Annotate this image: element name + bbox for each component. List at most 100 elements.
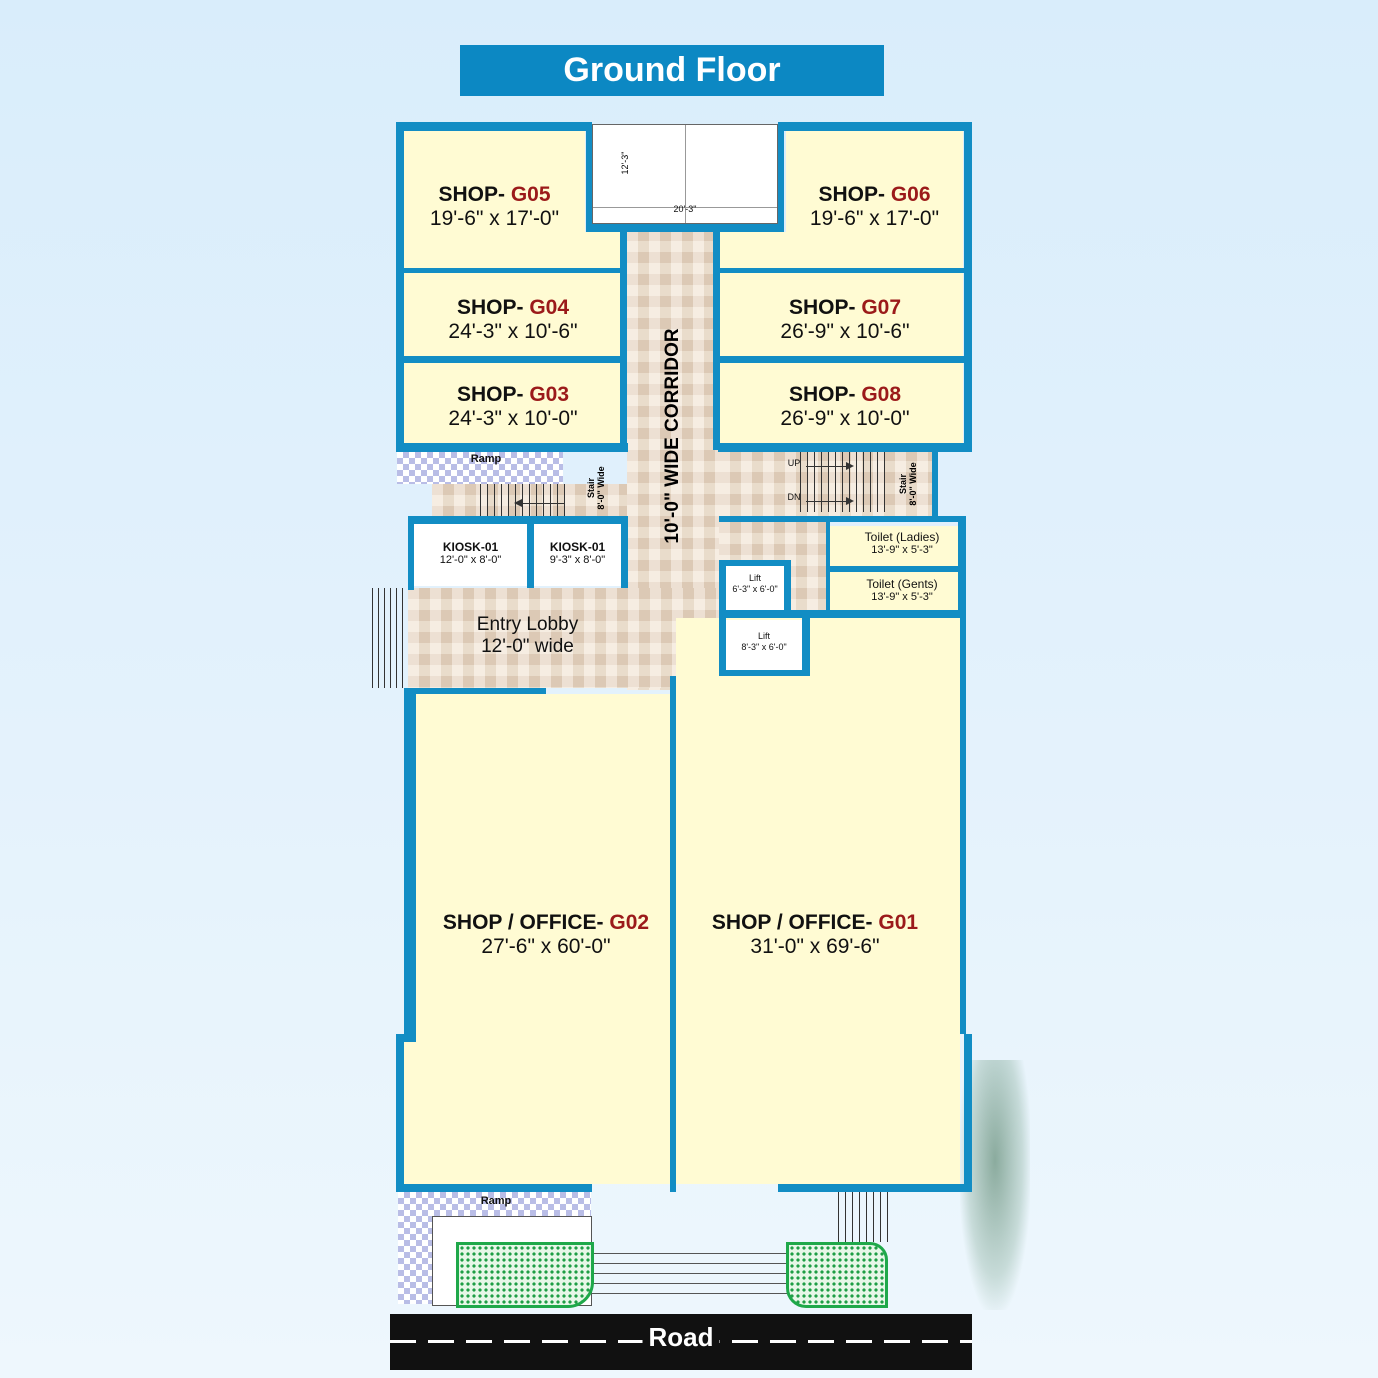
shop-g04 <box>404 273 626 356</box>
planter-right <box>786 1242 888 1308</box>
arrow-left-icon <box>520 503 564 504</box>
toilet-ladies <box>830 526 958 566</box>
label-toilet-gents: Toilet (Gents) 13'-9" x 5'-3" <box>866 577 938 604</box>
wall <box>932 450 938 516</box>
kiosk-1 <box>414 524 527 586</box>
shop-g05 <box>404 131 585 268</box>
wall <box>404 1034 416 1042</box>
cutout-width: 20'-3" <box>673 204 697 214</box>
wall <box>720 268 964 273</box>
label-shop-g05: SHOP- G05 19'-6" x 17'-0" <box>429 183 560 231</box>
shop-office-g01 <box>676 618 960 1184</box>
wall <box>958 516 966 616</box>
wall <box>408 586 414 590</box>
wall <box>404 268 626 273</box>
wall <box>778 122 784 232</box>
label-lift-1: Lift 6'-3" x 6'-0" <box>732 573 778 594</box>
label-stair-right: Stair 8'-0" Wide <box>898 462 918 506</box>
shop-g08 <box>720 363 963 443</box>
open-cutout <box>592 124 778 224</box>
label-kiosk-1: KIOSK-01 12'-0" x 8'-0" <box>439 540 502 567</box>
wall <box>802 610 810 676</box>
wall <box>784 560 791 616</box>
wall <box>670 676 676 1192</box>
label-lift-2: Lift 8'-3" x 6'-0" <box>741 631 787 652</box>
wall <box>718 443 972 452</box>
wall <box>408 516 628 524</box>
shop-g06 <box>786 131 963 268</box>
wall <box>713 232 720 450</box>
wall <box>826 522 830 612</box>
label-shop-office-g02: SHOP / OFFICE- G02 27'-6" x 60'-0" <box>442 911 650 959</box>
wall <box>830 566 958 572</box>
kiosk-2 <box>534 524 621 586</box>
wall <box>964 1034 972 1192</box>
wall <box>778 122 972 131</box>
wall <box>720 356 964 363</box>
label-kiosk-2: KIOSK-01 9'-3" x 8'-0" <box>549 540 606 567</box>
wall <box>719 670 810 676</box>
wall <box>396 122 404 452</box>
shop-office-g02 <box>404 694 670 1184</box>
label-entry-lobby: Entry Lobby 12'-0" wide <box>476 614 579 657</box>
bottom-steps <box>838 1192 888 1242</box>
stair-left-steps <box>480 484 566 520</box>
wall <box>586 224 784 232</box>
wall <box>396 122 592 131</box>
stair-right-steps <box>800 452 888 512</box>
wall <box>586 122 592 232</box>
arrow-up-icon <box>806 466 850 467</box>
wall <box>396 1034 404 1192</box>
label-stair-dn: DN <box>787 492 801 502</box>
label-shop-g06: SHOP- G06 19'-6" x 17'-0" <box>809 183 940 231</box>
toilet-gents <box>830 572 958 612</box>
ramp-top <box>397 452 563 484</box>
shop-g03 <box>404 363 626 443</box>
label-shop-g03: SHOP- G03 24'-3" x 10'-0" <box>448 383 578 431</box>
wall <box>621 516 628 588</box>
arrow-dn-icon <box>806 501 850 502</box>
road-label: Road <box>642 1322 720 1353</box>
wall <box>527 524 534 588</box>
label-toilet-ladies: Toilet (Ladies) 13'-9" x 5'-3" <box>864 530 940 557</box>
corridor-label: 10'-0" WIDE CORRIDOR <box>662 328 683 544</box>
lift-1 <box>726 566 784 610</box>
wall <box>719 610 966 618</box>
arrow-dn-head-icon <box>846 497 854 505</box>
label-shop-office-g01: SHOP / OFFICE- G01 31'-0" x 69'-6" <box>711 911 919 959</box>
wall <box>719 516 966 522</box>
label-shop-g08: SHOP- G08 26'-9" x 10'-0" <box>780 383 910 431</box>
label-shop-g04: SHOP- G04 24'-3" x 10'-6" <box>448 296 578 344</box>
shop-g05-lower <box>585 232 626 268</box>
entry-steps <box>372 588 408 688</box>
wall <box>396 1184 592 1192</box>
wall <box>408 516 414 588</box>
wall <box>620 232 627 450</box>
wall <box>404 688 546 694</box>
label-stair-left: Stair 8'-0" Wide <box>586 466 606 510</box>
wall <box>404 356 626 363</box>
wall <box>404 688 416 1034</box>
front-steps <box>592 1244 788 1294</box>
wall <box>964 122 972 450</box>
road: Road <box>390 1314 972 1370</box>
cutout-height: 12'-3" <box>620 151 630 175</box>
wall <box>960 616 966 1034</box>
label-stair-up: UP <box>787 458 801 468</box>
wall <box>719 560 726 676</box>
label-ramp-bottom: Ramp <box>480 1195 512 1207</box>
lift-2 <box>726 620 802 670</box>
label-ramp-top: Ramp <box>470 453 502 465</box>
arrow-left-head-icon <box>514 499 522 507</box>
label-shop-g07: SHOP- G07 26'-9" x 10'-6" <box>780 296 910 344</box>
arrow-up-head-icon <box>846 462 854 470</box>
lobby-floor <box>408 588 719 688</box>
wall <box>778 1184 972 1192</box>
wall <box>719 560 791 566</box>
planter-left <box>456 1242 594 1308</box>
wall <box>396 443 628 452</box>
page-title: Ground Floor <box>460 45 884 96</box>
shop-g07 <box>720 273 963 356</box>
shop-g06-lower <box>720 232 786 268</box>
